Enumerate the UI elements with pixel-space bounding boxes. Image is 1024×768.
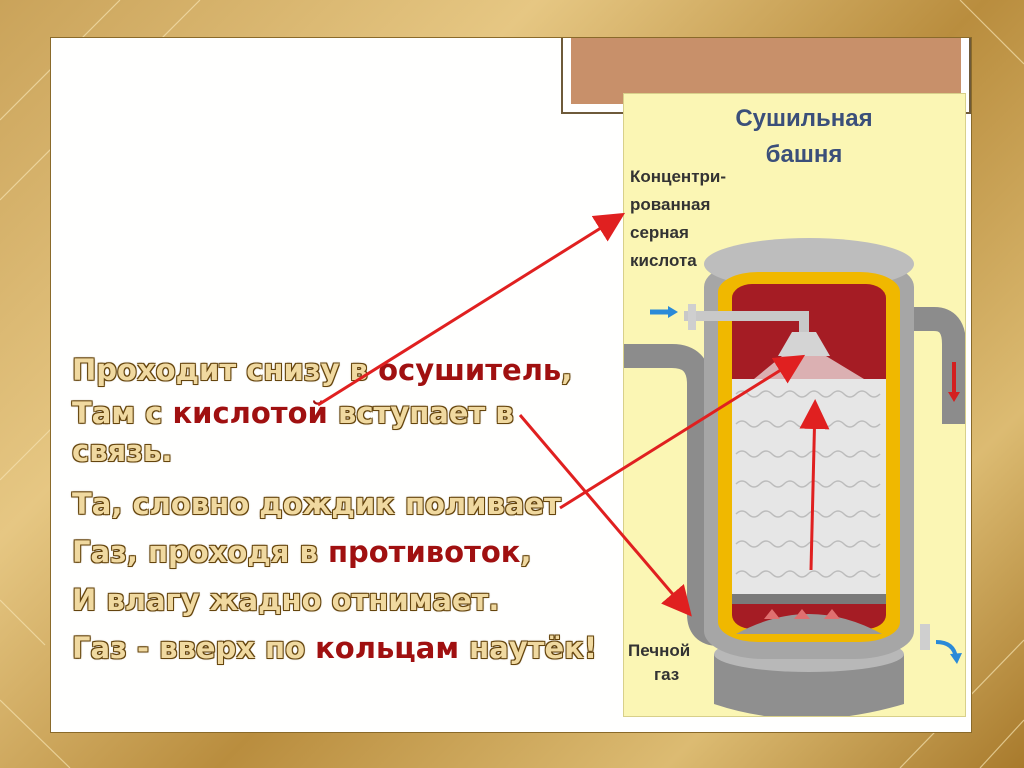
spray-nozzle — [778, 332, 830, 356]
poem-line-5-end: , — [520, 535, 532, 569]
left-flange — [688, 304, 696, 330]
poem-line-4-text: Та, словно дождик поливает — [72, 487, 561, 521]
poem-line-1-highlight: осушитель — [378, 353, 562, 387]
gas-label-1: Печной — [628, 641, 690, 660]
figure-title-line1: Сушильная — [735, 105, 872, 132]
tower-base — [714, 654, 904, 719]
acid-label-4: кислота — [630, 251, 697, 270]
poem-line-2-text: Там с — [72, 396, 173, 430]
right-pipe — [904, 307, 966, 424]
gas-label-2: газ — [654, 665, 679, 684]
packing-texture — [735, 390, 881, 578]
drying-tower-diagram: Сушильная башня Концентри- рованная серн… — [624, 105, 966, 719]
acid-label-3: серная — [630, 223, 689, 242]
acid-label-2: рованная — [630, 195, 710, 214]
downflow-arrowhead — [948, 392, 960, 402]
arrow-upflow — [799, 399, 830, 571]
figure-title-line2: башня — [766, 141, 843, 168]
poem-line-7: Газ - вверх по кольцам наутёк! — [72, 624, 632, 672]
poem-line-5: Газ, проходя в противоток, — [72, 528, 632, 576]
poem-line-6-text: И влагу жадно отнимает. — [72, 583, 500, 617]
poem-line-3-text: связь. — [72, 434, 173, 468]
bottom-right-flange — [920, 624, 930, 650]
support-grid — [732, 594, 886, 604]
poem-line-4: Та, словно дождик поливает — [72, 480, 632, 528]
poem-line-7-end: наутёк! — [459, 631, 598, 665]
poem-line-3: связь. — [72, 432, 632, 470]
poem-text: Проходит снизу в осушитель, Там с кислот… — [72, 346, 632, 672]
poem-line-1-end: , — [561, 353, 573, 387]
arrow-to-acid-label — [317, 212, 626, 407]
poem-line-5-text: Газ, проходя в — [72, 535, 328, 569]
poem-line-7-highlight: кольцам — [315, 631, 460, 665]
poem-line-6: И влагу жадно отнимает. — [72, 576, 632, 624]
arrow-to-spray — [559, 354, 806, 510]
acid-label-1: Концентри- — [630, 167, 726, 186]
acid-inlet-pipe — [684, 311, 809, 332]
poem-line-2: Там с кислотой вступает в — [72, 394, 632, 432]
left-pipe — [624, 344, 711, 614]
poem-line-7-text: Газ - вверх по — [72, 631, 316, 665]
poem-line-1-text: Проходит снизу в — [72, 353, 379, 387]
acid-inlet-arrowhead — [668, 306, 678, 318]
poem-line-5-highlight: противоток — [327, 535, 521, 569]
gas-flow-arrows — [764, 609, 840, 619]
arrow-to-gas-inlet — [518, 414, 692, 617]
poem-line-2-end: вступает в — [327, 396, 514, 430]
gas-outlet-arrowhead — [950, 653, 962, 664]
poem-line-1: Проходит снизу в осушитель, — [72, 346, 632, 394]
poem-line-2-highlight: кислотой — [172, 396, 328, 430]
